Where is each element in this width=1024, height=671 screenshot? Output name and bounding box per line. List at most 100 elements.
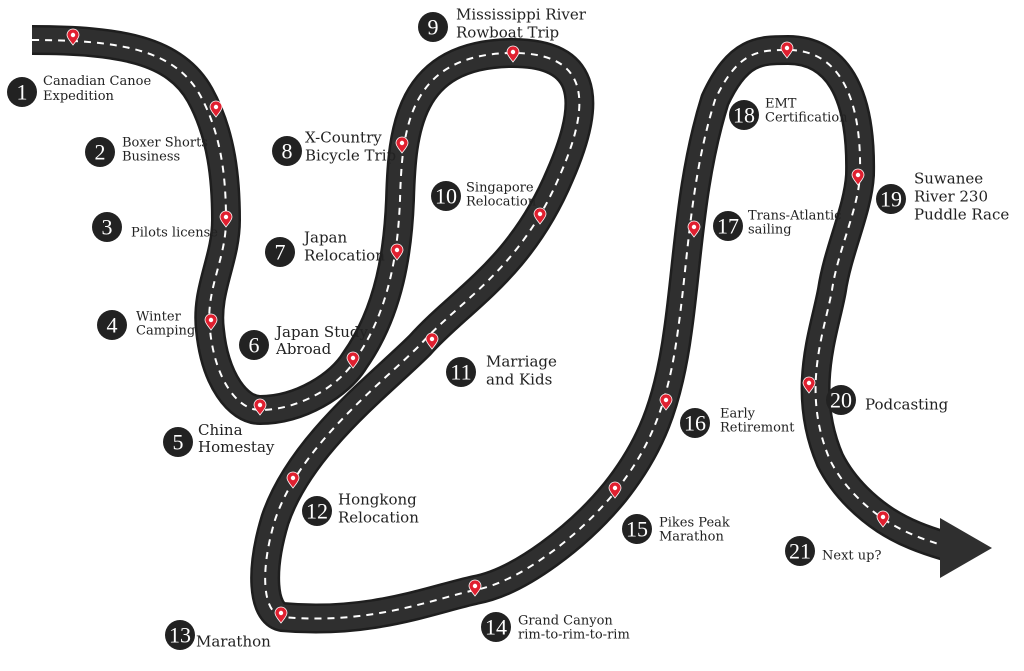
milestone-label-line: Suwanee (914, 169, 983, 187)
map-pin-hole (257, 402, 263, 408)
milestone-number-badge (876, 184, 906, 214)
milestone-number: 21 (789, 539, 811, 564)
milestone-number-badge (785, 536, 815, 566)
milestone-number-badge (239, 330, 269, 360)
milestone-number-badge (826, 385, 856, 415)
milestone-label-line: Trans-Atlantic (748, 209, 841, 224)
milestone-number-badge (680, 408, 710, 438)
milestone-label-line: Certification (765, 111, 848, 126)
milestone-number-badge (265, 237, 295, 267)
map-pin-hole (784, 45, 790, 51)
milestone-label: Pilots license (131, 226, 218, 241)
milestone-number-badge (481, 612, 511, 642)
milestone-label-line: Abroad (275, 340, 332, 358)
milestone-number: 20 (830, 388, 852, 413)
map-pin-hole (208, 317, 214, 323)
map-pin-hole (213, 104, 219, 110)
map-pin-icon (608, 481, 622, 499)
milestone-label-line: Hongkong (338, 490, 417, 508)
map-pin-hole (70, 32, 76, 38)
map-pin-icon (209, 100, 223, 118)
milestone-number-badge (165, 620, 195, 650)
map-pin-hole (472, 583, 478, 589)
road-end-arrow-icon (940, 518, 992, 578)
milestone-number-badge (272, 136, 302, 166)
milestone-label-line: Expedition (43, 89, 115, 104)
milestone-20: 20 Podcasting (826, 385, 949, 415)
milestone-label-line: Homestay (198, 438, 275, 456)
map-pin-icon (533, 207, 547, 225)
milestone-label-line: Relocation (466, 195, 537, 210)
milestone-label-line: Marriage (486, 352, 557, 370)
milestone-label-line: Relocation (304, 246, 385, 264)
map-pin-hole (223, 214, 229, 220)
milestone-label-line: Early (720, 407, 756, 422)
milestone-number-badge (446, 357, 476, 387)
map-pin-hole (612, 485, 618, 491)
milestone-label-line: China (198, 421, 243, 439)
milestone-label-line: Mississippi River (456, 5, 587, 23)
milestone-number-badge (7, 77, 37, 107)
map-pin-icon (468, 579, 482, 597)
map-pin-icon (219, 210, 233, 228)
milestone-label-line: Puddle Race (914, 205, 1009, 223)
map-pin-hole (691, 224, 697, 230)
milestone-label-line: Rowboat Trip (456, 23, 559, 41)
map-pin-icon (687, 220, 701, 238)
map-pin-hole (278, 610, 284, 616)
map-pin-hole (394, 247, 400, 253)
milestone-label: Marathon (196, 632, 271, 650)
milestone-label-line: Next up? (822, 549, 881, 564)
milestone-label: Podcasting (865, 395, 949, 413)
milestone-label-line: Camping (136, 324, 195, 339)
milestone-number: 13 (169, 623, 191, 648)
milestone-number: 7 (275, 240, 286, 265)
milestone-label-line: EMT (765, 97, 797, 112)
milestone-label-line: Japan (302, 228, 348, 246)
milestone-number: 16 (684, 411, 706, 436)
map-pin-icon (659, 393, 673, 411)
milestone-label-line: Marathon (659, 530, 724, 545)
milestone-number-badge (418, 12, 448, 42)
map-pin-icon (274, 606, 288, 624)
milestone-label-line: Boxer Shorts (122, 136, 208, 151)
milestone-3: 3 Pilots license (92, 212, 218, 242)
milestone-number: 12 (306, 499, 328, 524)
milestone-number: 3 (102, 215, 113, 240)
milestone-label-line: and Kids (486, 370, 552, 388)
map-pin-icon (851, 168, 865, 186)
milestone-label-line: River 230 (914, 187, 988, 205)
milestone-number-badge (92, 212, 122, 242)
milestone-number: 1 (17, 80, 28, 105)
milestone-label-line: rim-to-rim-to-rim (518, 628, 630, 643)
milestone-number: 17 (717, 214, 739, 239)
milestone-number: 14 (485, 615, 507, 640)
map-pin-hole (510, 49, 516, 55)
milestone-number: 6 (249, 333, 260, 358)
milestone-number-badge (729, 100, 759, 130)
milestone-label-line: sailing (748, 223, 792, 238)
milestone-label-line: Podcasting (865, 395, 949, 413)
